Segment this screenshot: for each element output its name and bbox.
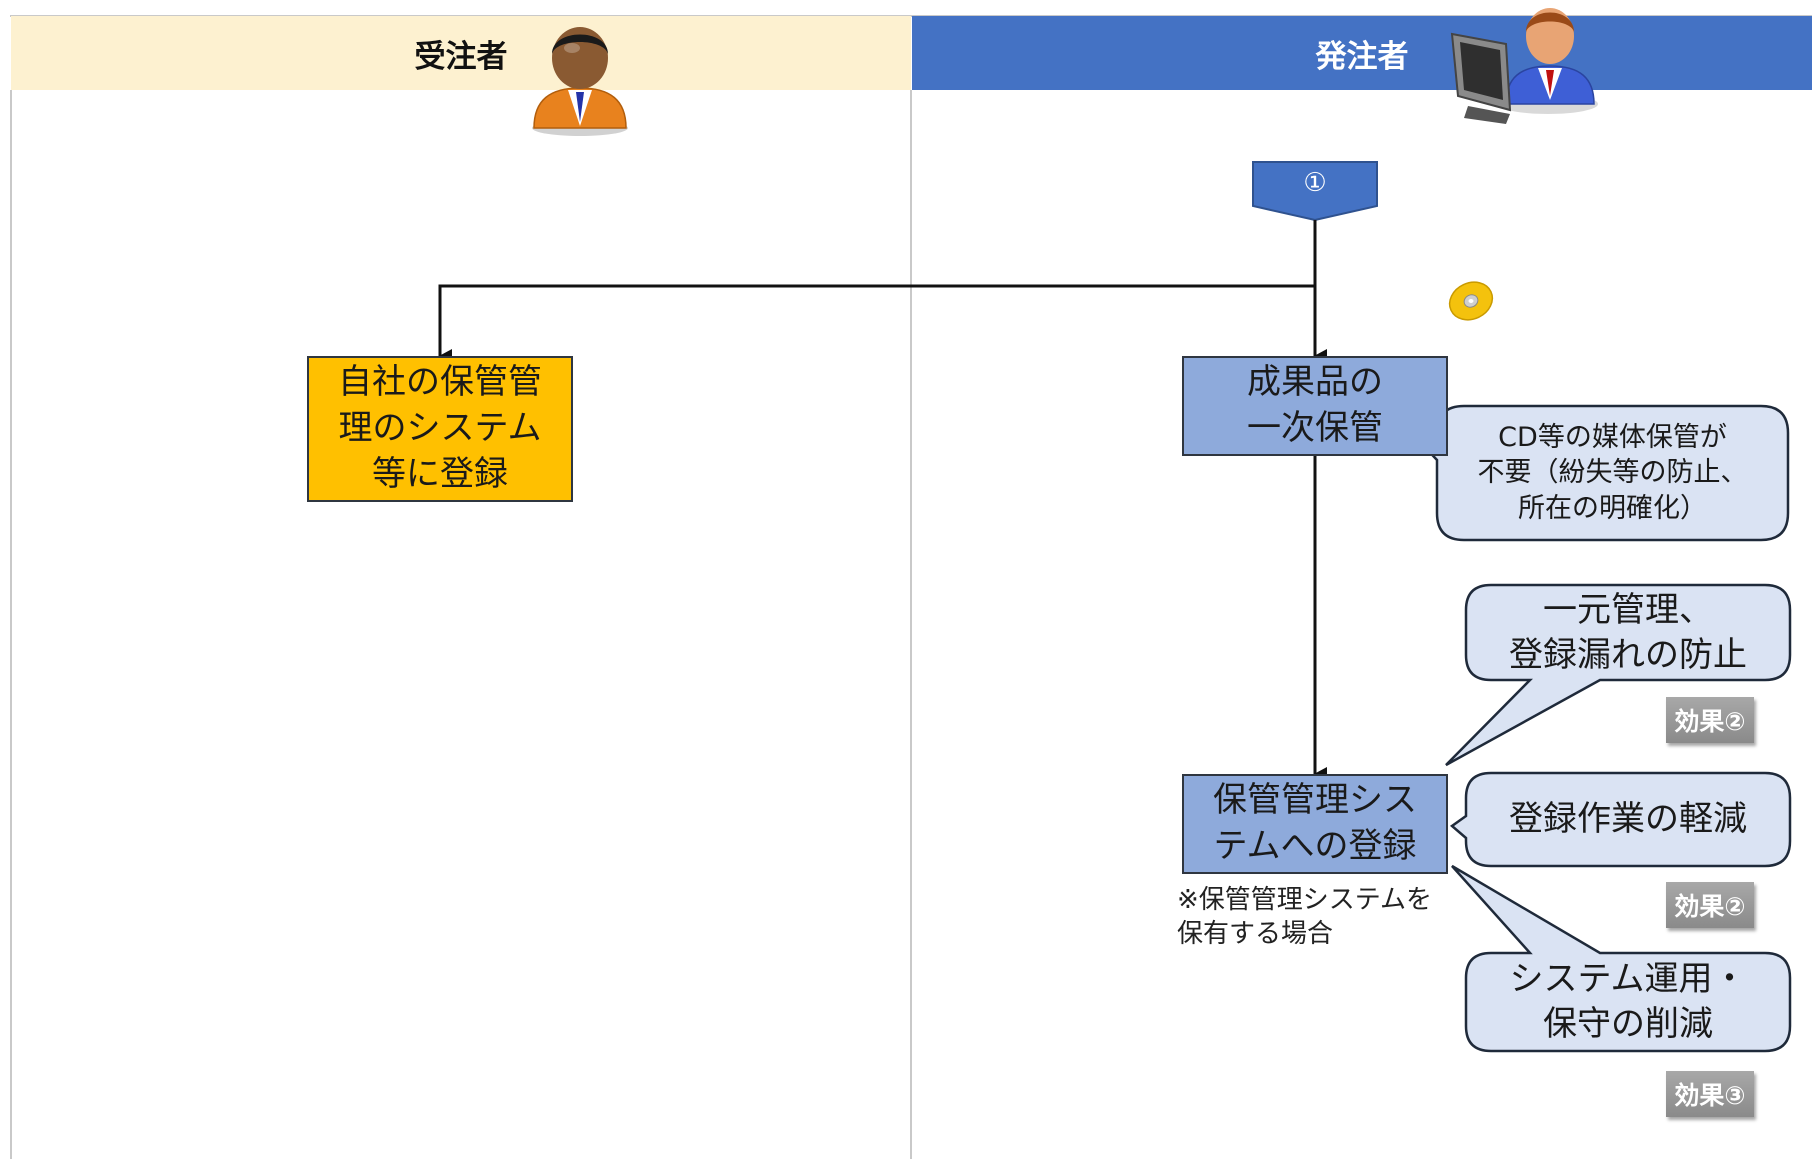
start-tag-shape bbox=[1252, 161, 1378, 222]
top-border bbox=[10, 15, 1812, 17]
start-tag-label: ① bbox=[1303, 168, 1327, 198]
process-primary-storage: 成果品の 一次保管 bbox=[1182, 356, 1448, 456]
callout-reduce-ops-shape bbox=[1451, 864, 1792, 1053]
callout-unified-shape bbox=[1445, 583, 1792, 767]
lane-header-orderer: 発注者 bbox=[912, 16, 1812, 90]
effect-badge-2b: 効果② bbox=[1666, 882, 1754, 928]
lane-title-contractor: 受注者 bbox=[414, 38, 508, 75]
cd-disc-icon bbox=[1447, 279, 1495, 323]
person-orange-icon bbox=[528, 18, 632, 136]
effect-badge-3: 効果③ bbox=[1666, 1071, 1754, 1117]
process-register-own-system: 自社の保管管 理のシステム 等に登録 bbox=[307, 356, 573, 502]
callout-media-shape bbox=[1389, 404, 1790, 542]
note-if-system-owned: ※保管管理システムを 保有する場合 bbox=[1177, 885, 1433, 950]
person-computer-icon bbox=[1448, 0, 1600, 128]
callout-reduce-work-shape bbox=[1449, 771, 1792, 868]
lane-title-orderer: 発注者 bbox=[1315, 38, 1409, 75]
callout-reduce-work-text: 登録作業の軽減 bbox=[1509, 799, 1747, 840]
connector-to-left-box bbox=[438, 284, 1315, 363]
callout-unified-text: 一元管理、 登録漏れの防止 bbox=[1509, 589, 1747, 675]
effect-badge-2a: 効果② bbox=[1666, 697, 1754, 743]
callout-media-text: CD等の媒体保管が 不要（紛失等の防止、 所在の明確化） bbox=[1477, 421, 1748, 524]
lane-body-contractor bbox=[10, 90, 912, 1159]
callout-reduce-ops-text: システム運用・ 保守の削減 bbox=[1509, 959, 1747, 1044]
process-register-storage-system: 保管管理シス テムへの登録 bbox=[1182, 774, 1448, 874]
lane-header-contractor: 受注者 bbox=[11, 16, 911, 90]
